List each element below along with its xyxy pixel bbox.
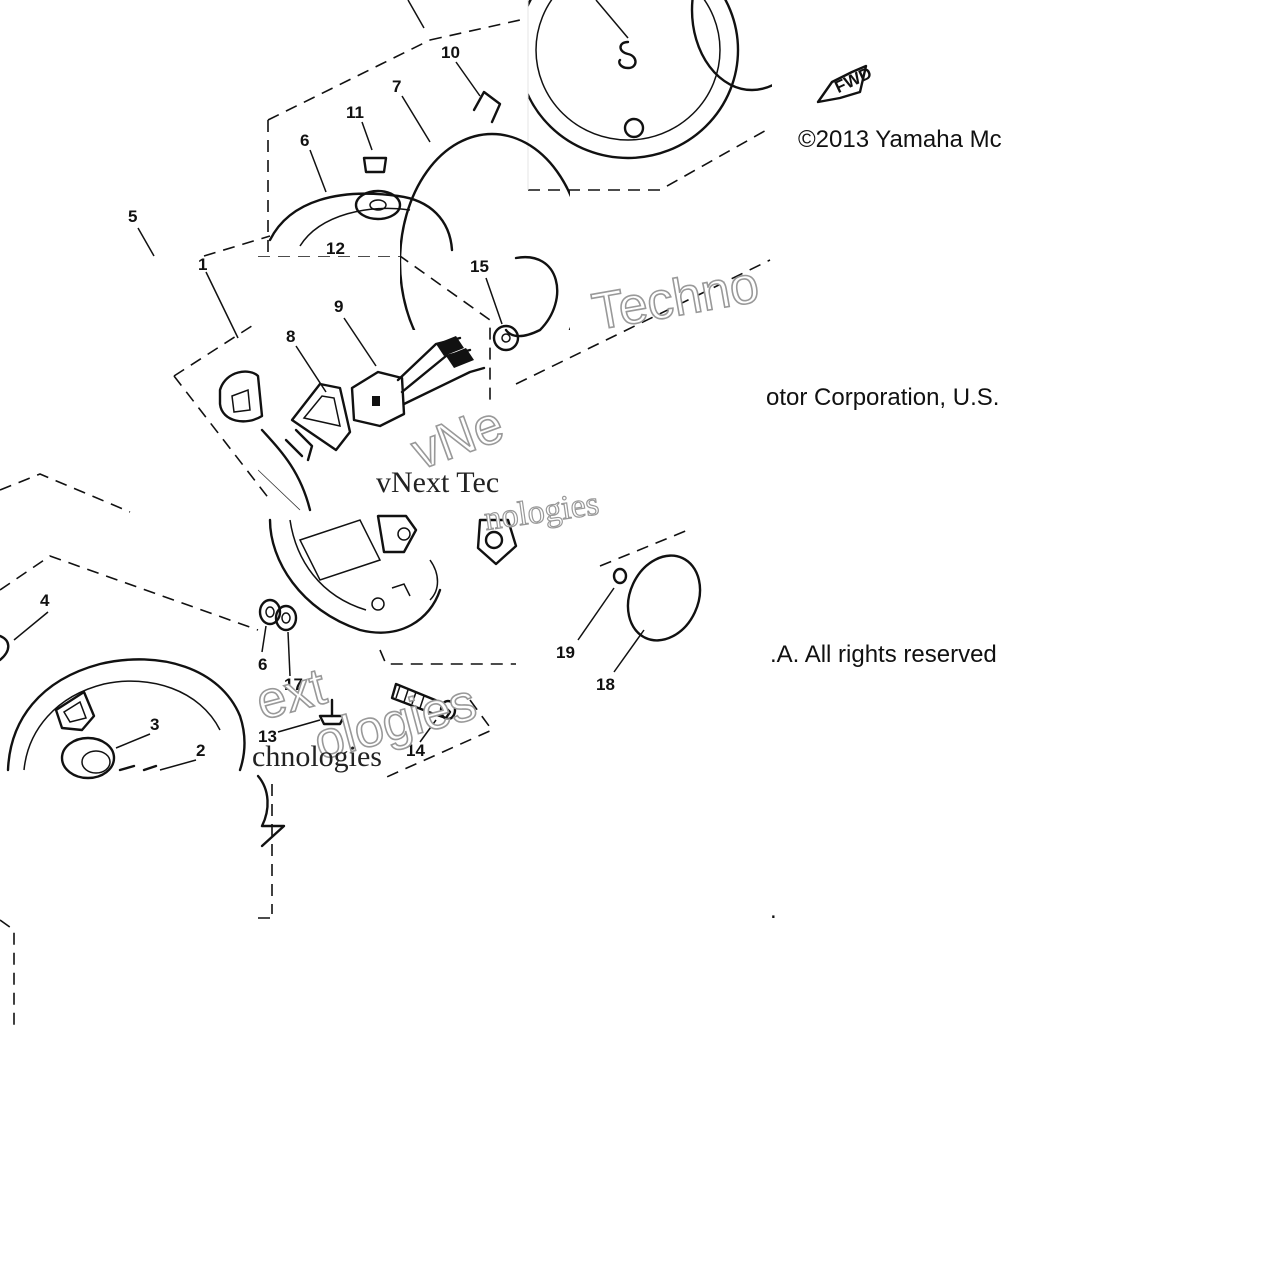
rim-clip	[618, 40, 637, 70]
bottom-fragments	[0, 774, 286, 1028]
lens-rim	[504, 255, 559, 338]
watermark-7: chnologies	[252, 740, 382, 773]
rubber-cap	[218, 370, 264, 423]
group-boundary	[528, 127, 771, 191]
case-grommet-right	[476, 518, 518, 566]
copyright-fragment-2: otor Corporation, U.S.	[766, 384, 1000, 411]
leader-line	[407, 0, 425, 29]
upper-section: 10 7 11 6 12 5 15	[128, 0, 771, 385]
bulb-base	[54, 690, 96, 732]
lower-mid-section: nologies 6 17 14 13 ext ol	[0, 473, 602, 781]
callout-8: 8	[286, 327, 295, 346]
copyright-fragment-1: ©2013 Yamaha Mc	[798, 126, 1002, 153]
nut-11	[362, 156, 388, 174]
callout-17: 17	[284, 675, 303, 694]
socket-cover	[290, 382, 352, 452]
leader-line	[205, 271, 239, 339]
callout-19: 19	[556, 643, 575, 662]
callout-2: 2	[196, 741, 205, 760]
group-boundary	[203, 235, 271, 257]
callout-6-lower: 6	[258, 655, 267, 674]
fwd-arrow: FWD	[816, 63, 875, 104]
copyright-fragment-4: .	[770, 897, 777, 924]
fwd-label: FWD	[832, 63, 875, 97]
headlight-shell	[268, 192, 454, 252]
washer-6	[258, 598, 282, 626]
top-tile	[528, 0, 772, 191]
headlight-lens	[400, 132, 570, 330]
callout-14: 14	[406, 741, 425, 760]
rim-screw	[623, 117, 645, 139]
grommet-15	[492, 324, 520, 352]
leader-line	[485, 277, 503, 325]
lens-glass-top	[690, 0, 772, 92]
headlight-shell-inner	[299, 207, 411, 247]
leader-line	[595, 0, 629, 39]
watermark-1: Techno	[588, 256, 763, 342]
lower-left-section: 4 3 2	[0, 591, 246, 780]
washer-17	[274, 604, 298, 632]
middle-tile: 1 8 9 vNext Tec vNe	[173, 255, 512, 512]
leader-line	[361, 121, 373, 151]
screw-19	[612, 567, 628, 585]
shell-boss-hole	[369, 199, 387, 211]
leader-line	[137, 227, 155, 257]
group-boundary-upper	[267, 19, 521, 260]
callout-3: 3	[150, 715, 159, 734]
reflector-18	[626, 554, 702, 642]
copyright-fragment-3: .A. All rights reserved	[770, 641, 997, 668]
group-boundary	[515, 259, 771, 385]
callout-5: 5	[128, 207, 137, 226]
reflector-group: 19 18	[556, 529, 702, 694]
callout-10: 10	[441, 43, 460, 62]
leader-line	[343, 317, 377, 367]
bulb-2	[60, 736, 116, 780]
callout-13: 13	[258, 727, 277, 746]
callout-11: 11	[346, 103, 364, 122]
callout-18: 18	[596, 675, 615, 694]
headlight-rim-lower	[6, 658, 246, 772]
group-boundary-left	[0, 473, 259, 631]
shell-boss	[354, 189, 402, 221]
callout-12: 12	[326, 239, 345, 258]
watermark-4: nologies	[482, 485, 601, 538]
callout-6-upper: 6	[300, 131, 309, 150]
rim-ring-inner	[535, 0, 721, 141]
wire-clip	[472, 90, 502, 124]
bulb-clip	[284, 428, 314, 462]
callout-9: 9	[334, 297, 343, 316]
callout-1: 1	[198, 255, 207, 274]
headlight-case	[268, 518, 442, 634]
leader-line	[455, 61, 481, 97]
bulb-socket	[350, 370, 406, 428]
leader-line	[309, 149, 327, 193]
rim-ring-outer	[528, 0, 740, 160]
case-grommet	[376, 514, 418, 554]
callout-4: 4	[40, 591, 50, 610]
callout-7: 7	[392, 77, 401, 96]
watermark-2: vNext Tec	[376, 466, 499, 499]
callout-15: 15	[470, 257, 489, 276]
leader-line	[401, 95, 431, 143]
screw-13	[318, 714, 346, 726]
